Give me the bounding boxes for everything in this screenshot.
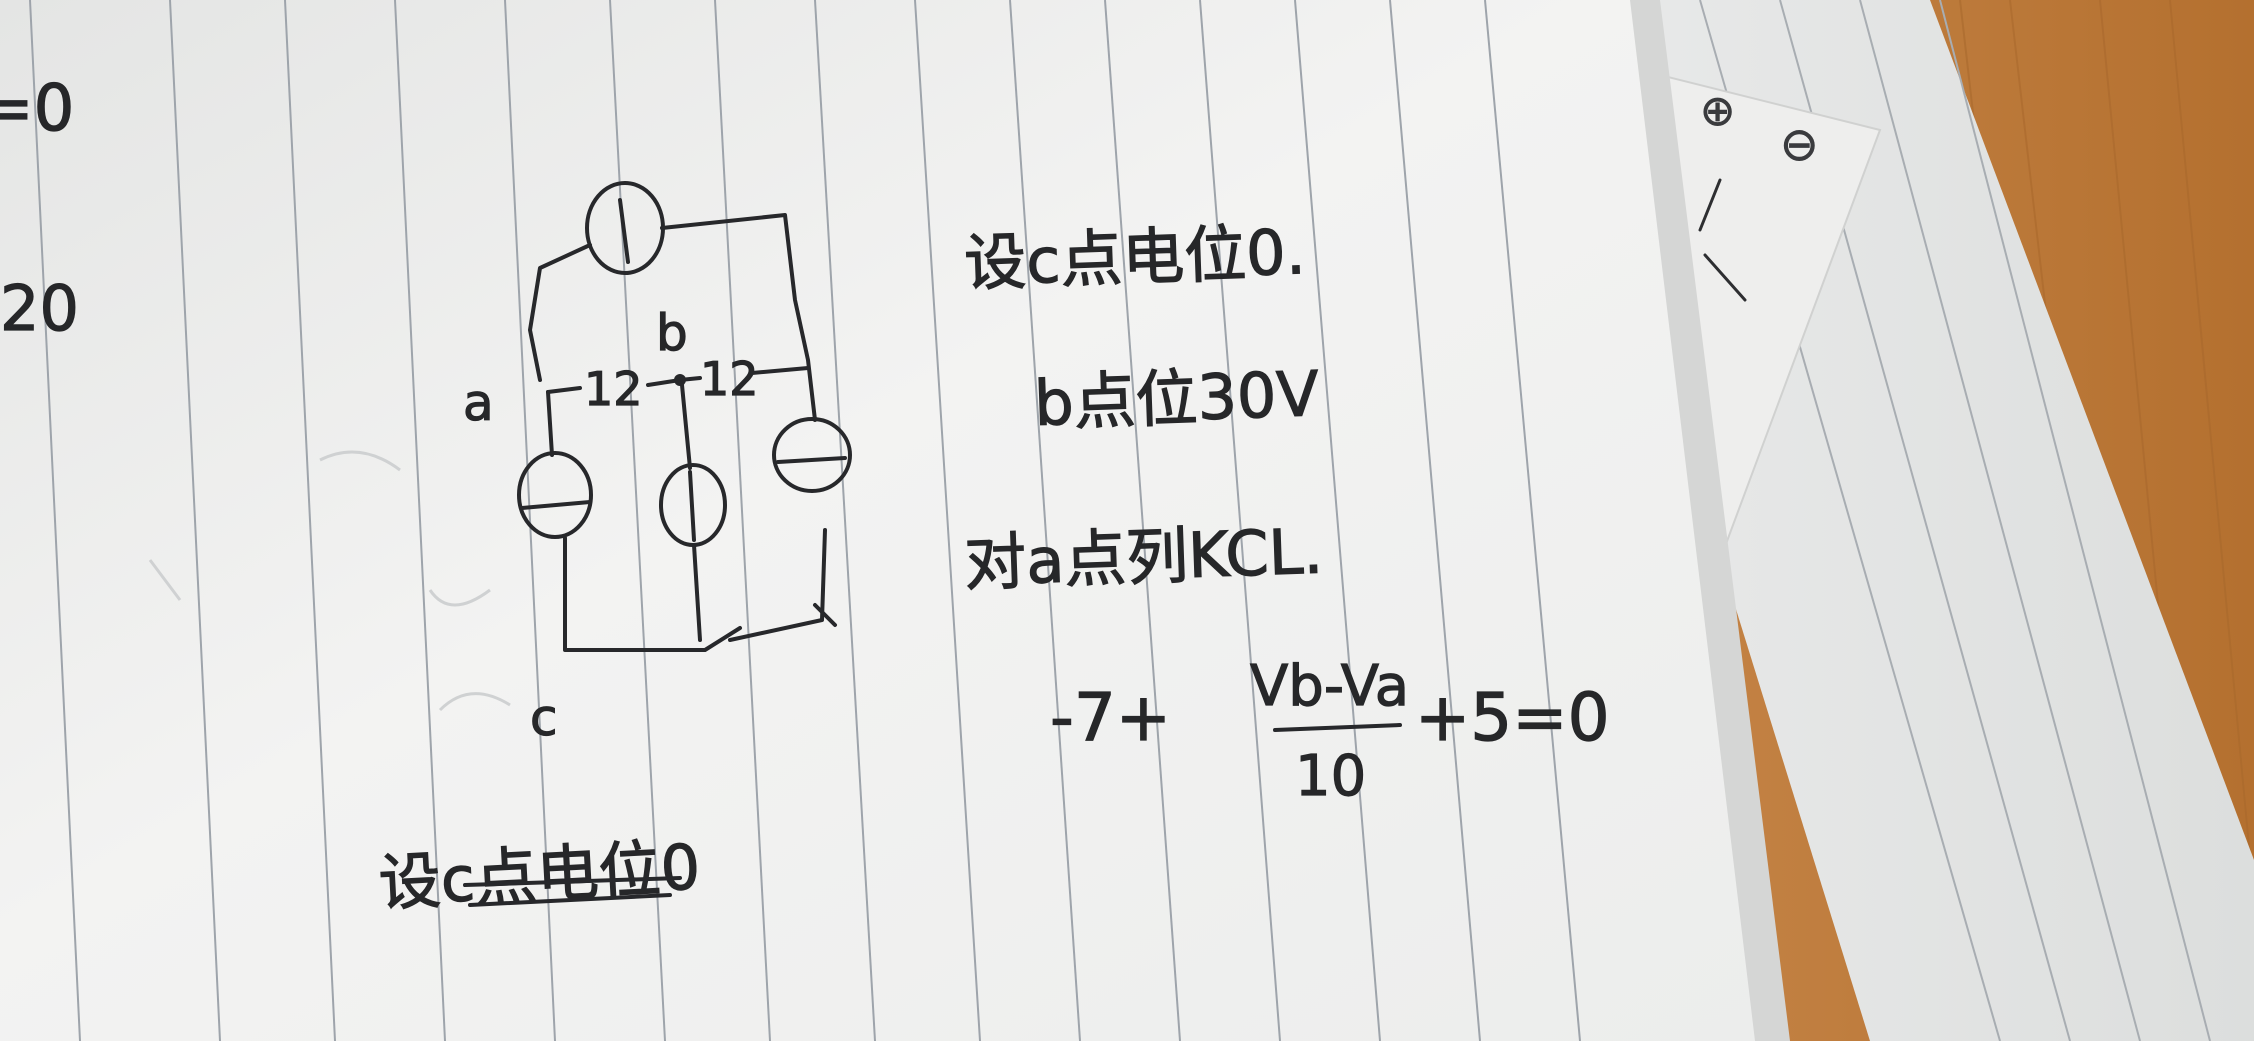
wire-top-left	[528, 243, 592, 382]
resistor-left: 12	[584, 362, 643, 416]
wire-top-right	[660, 213, 817, 422]
wire-middle-row	[546, 386, 582, 394]
back-card-stroke	[1698, 178, 1747, 302]
circuit-diagram: 12 12 a b c	[462, 181, 852, 748]
wire-right-bottom	[728, 528, 827, 642]
current-source-middle-arrow	[688, 470, 696, 542]
fraction-bar	[1273, 723, 1402, 732]
wire-middle-bottom	[692, 543, 702, 642]
current-source-left-bar	[520, 500, 592, 510]
node-c-label: c	[530, 689, 558, 747]
back-mark-2: ⊖	[1780, 117, 1819, 171]
wire-left-bottom	[563, 536, 742, 652]
show-through-marks	[148, 450, 511, 712]
node-a-label: a	[463, 374, 494, 432]
kcl-equation: -7+ Vb-Va 10 +5=0	[1049, 653, 1610, 809]
crossed-out-text: 设c点电位0	[377, 830, 702, 920]
note-line-1: 设c点电位0.	[963, 215, 1307, 300]
current-source-top-arrow	[618, 198, 630, 264]
ruled-lines	[29, 0, 1581, 1041]
resistor-right: 12	[700, 352, 759, 406]
page-right-edge-shadow	[1630, 0, 1790, 1041]
wire-b-right	[678, 376, 702, 382]
equation-rhs: +5=0	[1415, 679, 1610, 756]
back-mark-1: ⊕	[1700, 86, 1735, 135]
strike-through-2	[468, 893, 672, 907]
equation-lhs: -7+	[1050, 679, 1171, 756]
margin-note-middle: 20	[0, 272, 79, 345]
wire-right-top	[750, 366, 810, 375]
current-source-left	[517, 451, 593, 539]
margin-note-top: =0	[0, 72, 74, 146]
current-source-right-bar	[776, 456, 847, 464]
crossed-out-note: 设c点电位0	[376, 830, 702, 921]
note-line-3: 对a点列KCL.	[963, 515, 1324, 600]
note-line-2: b点位30V	[1033, 357, 1320, 440]
wire-right-tick	[813, 603, 837, 627]
strike-through-1	[463, 876, 682, 887]
wire-middle-down	[680, 383, 692, 470]
equation-numerator: Vb-Va	[1250, 654, 1409, 719]
wire-left-down	[546, 390, 554, 457]
node-b-label: b	[656, 304, 688, 362]
equation-denominator: 10	[1295, 744, 1366, 809]
current-source-right	[772, 417, 852, 493]
notebook-page	[0, 0, 1770, 1041]
